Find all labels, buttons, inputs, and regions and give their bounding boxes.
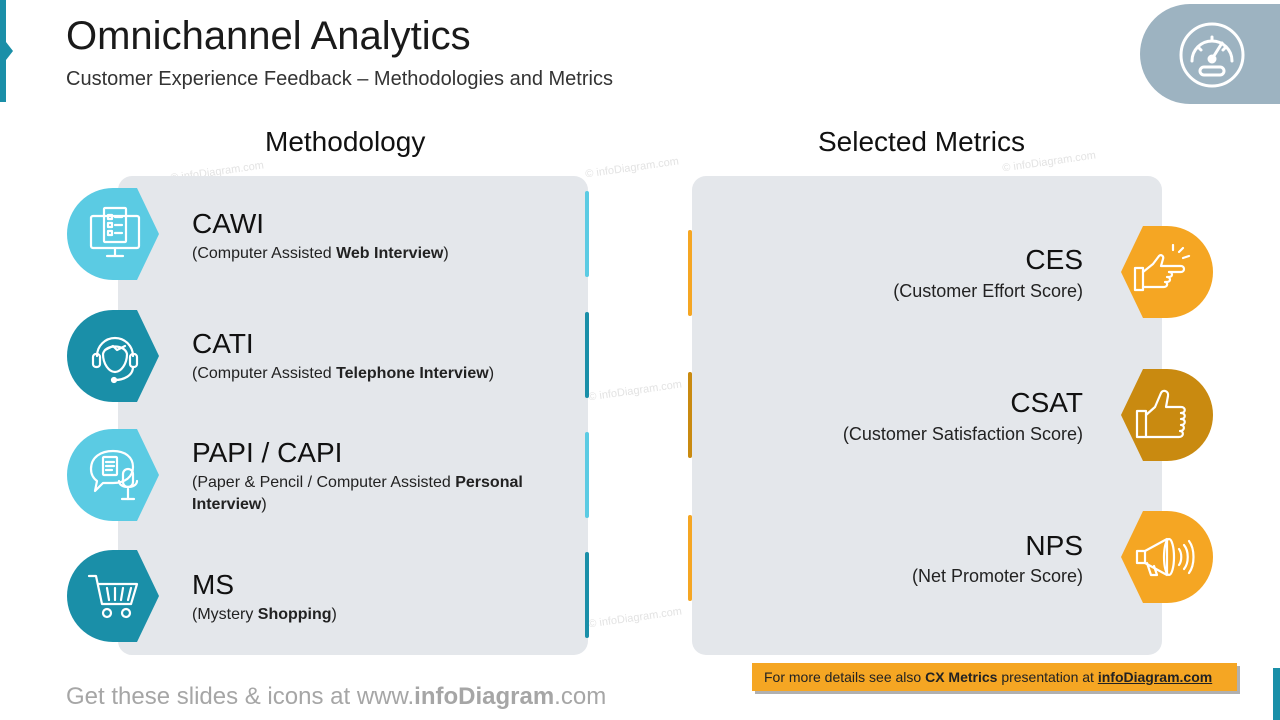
metric-title: CES (1025, 244, 1083, 275)
speech-microphone-icon (89, 449, 139, 501)
thumbs-up-icon (1135, 389, 1186, 439)
watermark: © infoDiagram.com (584, 155, 680, 181)
methodology-title: CATI (192, 328, 254, 359)
methodology-title: CAWI (192, 208, 265, 239)
page-title: Omnichannel Analytics (66, 14, 471, 58)
methodology-description: (Computer Assisted Telephone Interview) (192, 365, 495, 382)
metric-badge-csat (1119, 367, 1215, 463)
footer-promo: Get these slides & icons at www.infoDiag… (66, 683, 607, 710)
methodology-description: (Paper & Pencil / Computer Assisted Pers… (192, 474, 523, 513)
page-subtitle: Customer Experience Feedback – Methodolo… (66, 68, 613, 90)
metric-description: (Customer Satisfaction Score) (842, 424, 1083, 444)
methodology-heading: Methodology (265, 126, 426, 157)
infodiagram-link[interactable]: infoDiagram.com (1097, 669, 1213, 685)
right-accent-bar (1273, 668, 1280, 720)
accent-bar (585, 432, 589, 518)
methodology-title: PAPI / CAPI (192, 437, 343, 468)
methodology-panel (118, 176, 588, 655)
metric-description: (Customer Effort Score) (893, 281, 1083, 301)
metric-title: NPS (1025, 530, 1083, 561)
metric-description: (Net Promoter Score) (911, 566, 1083, 586)
shopping-cart-icon (87, 574, 139, 619)
metric-badge-nps (1119, 509, 1215, 605)
watermark: © infoDiagram.com (587, 605, 683, 631)
accent-bar (688, 230, 692, 316)
details-note: For more details see also CX Metrics pre… (752, 663, 1237, 691)
metric-title: CSAT (1010, 387, 1083, 418)
header-badge (1140, 4, 1280, 104)
accent-bar (585, 552, 589, 638)
megaphone-icon (1135, 537, 1195, 577)
methodology-badge-cati (65, 308, 161, 404)
pointing-hand-icon (1133, 244, 1191, 292)
watermark: © infoDiagram.com (587, 378, 683, 404)
methodology-badge-cawi (65, 186, 161, 282)
metric-badge-ces (1119, 224, 1215, 320)
methodology-description: (Mystery Shopping) (192, 606, 337, 623)
methodology-badge-papi (65, 427, 161, 523)
left-accent-notch (6, 42, 13, 60)
accent-bar (585, 312, 589, 398)
speedometer-icon (1179, 22, 1245, 88)
methodology-title: MS (192, 569, 234, 600)
left-accent-bar (0, 0, 6, 102)
methodology-badge-ms (65, 548, 161, 644)
accent-bar (688, 372, 692, 458)
metrics-panel (692, 176, 1162, 655)
monitor-checklist-icon (89, 206, 141, 258)
accent-bar (688, 515, 692, 601)
accent-bar (585, 191, 589, 277)
headset-operator-icon (91, 336, 139, 384)
methodology-description: (Computer Assisted Web Interview) (192, 245, 449, 262)
metrics-heading: Selected Metrics (818, 126, 1025, 157)
